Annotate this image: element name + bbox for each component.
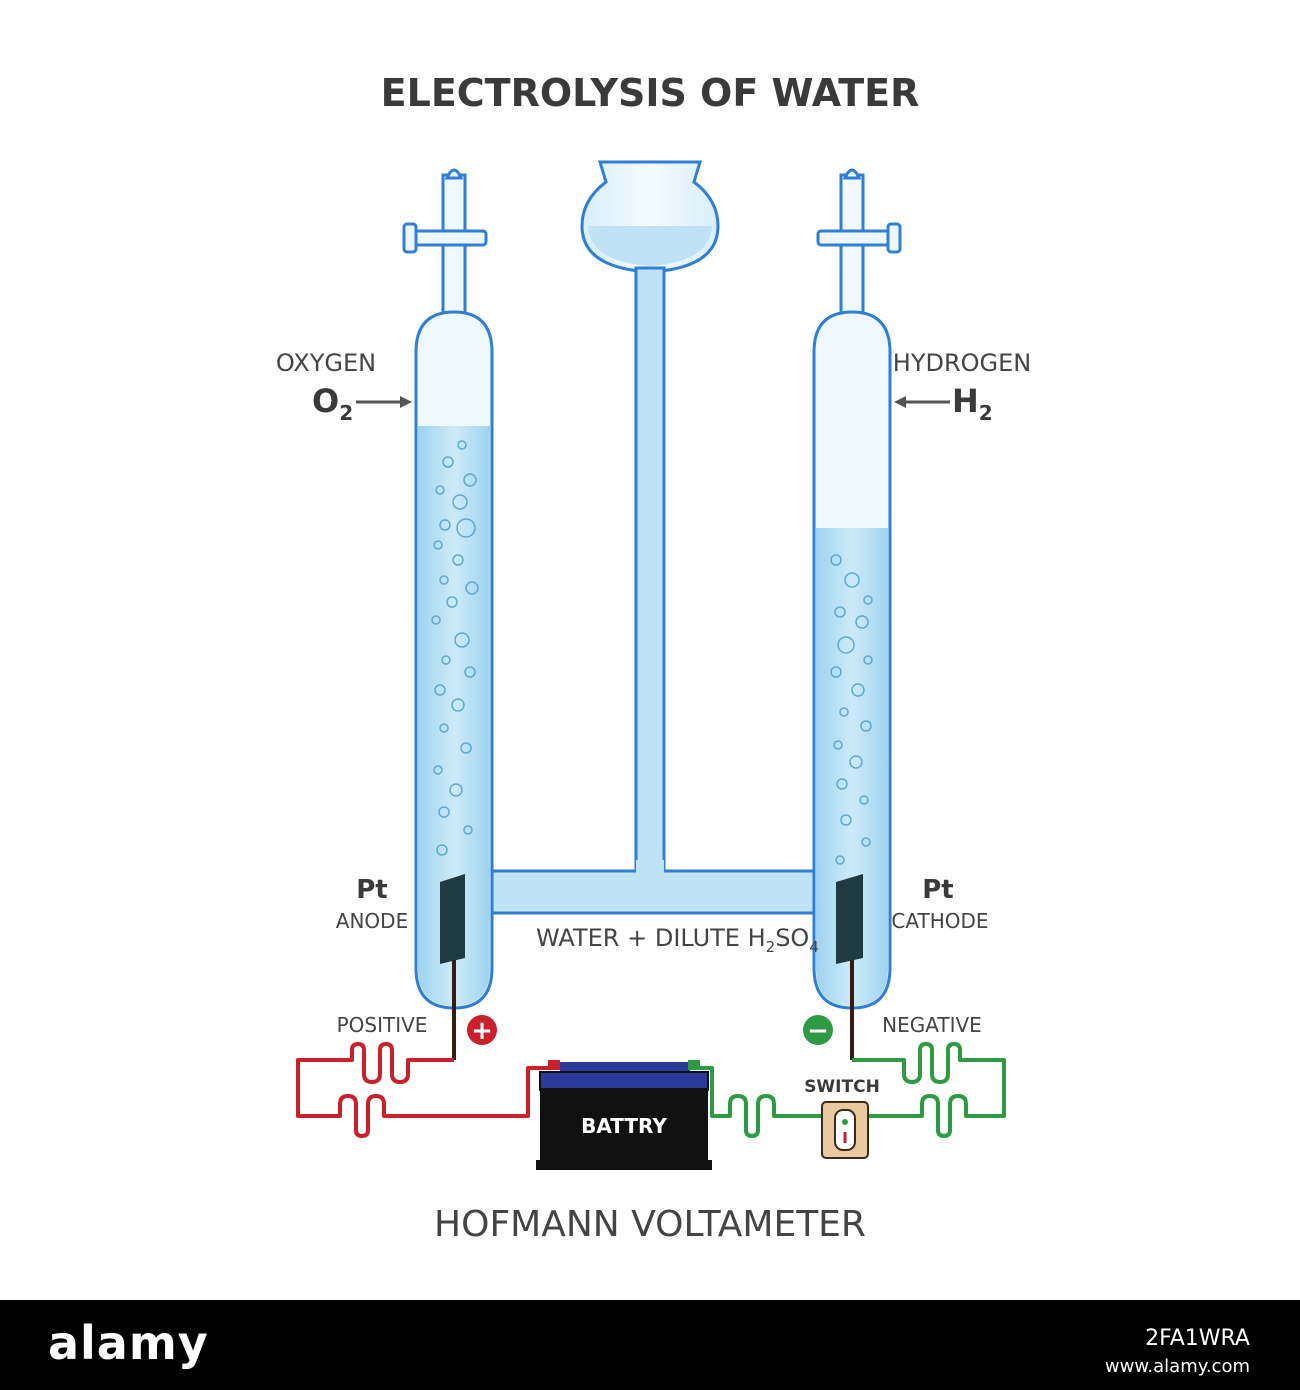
negative-label: NEGATIVE	[882, 1013, 982, 1037]
watermark-footer: alamy 2FA1WRA www.alamy.com	[0, 1300, 1300, 1390]
hydrogen-name: HYDROGEN	[893, 349, 1031, 377]
diagram-subtitle: HOFMANN VOLTAMETER	[434, 1204, 866, 1245]
gas-bubbles	[431, 440, 873, 865]
electrolyte-sub1: 2	[766, 938, 776, 956]
positive-terminal-icon: +	[467, 1015, 497, 1046]
oxygen-subscript: 2	[339, 401, 353, 425]
positive-wire	[296, 1042, 560, 1138]
arrow-left-icon	[894, 396, 906, 408]
electrolyte-mid: SO	[775, 924, 809, 952]
electrolyte-prefix: WATER + DILUTE H	[536, 924, 766, 952]
image-id: 2FA1WRA	[1145, 1326, 1250, 1351]
arrow-right-icon	[400, 396, 412, 408]
switch-label: SWITCH	[804, 1077, 880, 1097]
hydrogen-subscript: 2	[979, 401, 993, 425]
oxygen-name: OXYGEN	[276, 349, 376, 377]
hydrogen-symbol: H	[952, 382, 979, 420]
positive-label: POSITIVE	[337, 1013, 428, 1037]
cathode-tube	[812, 168, 902, 1010]
footer-url: www.alamy.com	[1104, 1356, 1250, 1377]
switch[interactable]	[821, 1101, 869, 1159]
reservoir	[580, 160, 720, 875]
page-title: ELECTROLYSIS OF WATER	[381, 71, 920, 115]
switch-on-indicator-icon	[842, 1119, 848, 1125]
oxygen-symbol: O	[312, 382, 339, 420]
plus-sign: +	[471, 1016, 493, 1046]
minus-sign: −	[807, 1016, 829, 1046]
cathode-metal: Pt	[922, 875, 953, 905]
alamy-logo: alamy	[48, 1316, 209, 1370]
electrolyte-sub2: 4	[809, 938, 819, 956]
negative-terminal-icon: −	[803, 1015, 833, 1046]
negative-wire	[690, 1042, 1006, 1138]
oxygen-label: OXYGEN O2	[276, 349, 412, 425]
oxygen-formula: O2	[312, 382, 353, 425]
anode-metal: Pt	[356, 875, 387, 905]
cathode-label: CATHODE	[891, 909, 988, 933]
electrolysis-diagram: ELECTROLYSIS OF WATER	[276, 71, 1031, 1245]
hydrogen-formula: H2	[952, 382, 993, 425]
battery-label: BATTRY	[581, 1114, 667, 1138]
anode-label: ANODE	[336, 909, 408, 933]
anode-tube	[402, 168, 494, 1010]
electrolyte-label: WATER + DILUTE H2SO4	[536, 924, 819, 956]
battery: BATTRY	[536, 1060, 712, 1170]
hydrogen-label: HYDROGEN H2	[893, 349, 1031, 425]
